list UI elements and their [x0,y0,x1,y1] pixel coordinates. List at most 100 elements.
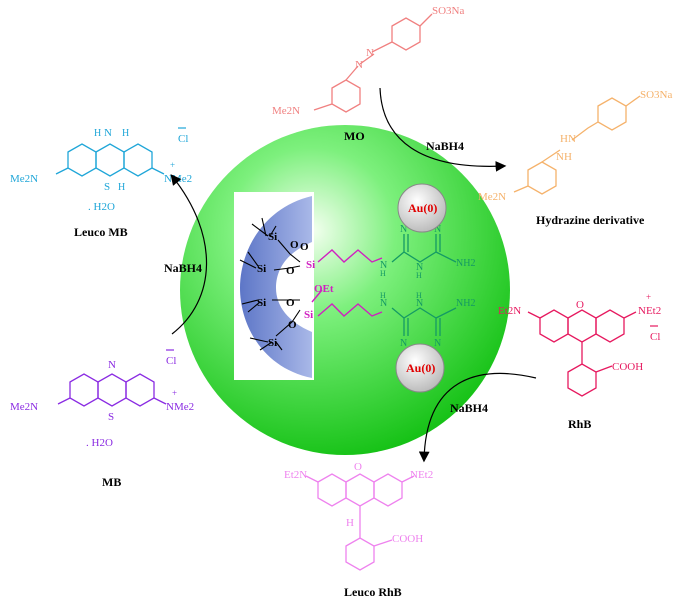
leuco-mb-plus: + [170,160,175,170]
rhb-group-left: Et2N [498,305,521,317]
mo-group-left: Me2N [272,105,300,117]
nh2-label-1: NH2 [456,258,475,269]
hydrazine-ring-right [597,97,627,131]
o-label-4: O [286,297,295,309]
leuco-rhb-phenyl-ring [345,537,375,571]
leuco-mb-group-left: Me2N [10,173,38,185]
h-label-1: H [380,269,386,278]
silica-bonds [239,217,301,351]
arrow-mo-to-hydrazine [379,87,507,172]
si-label-1: Si [268,231,277,243]
mb-substituent-bonds [57,397,167,405]
leuco-rhb-label: Leuco RhB [344,585,402,599]
silica-support [240,196,312,378]
si-label-3: Si [257,297,266,309]
mo-structure [313,13,433,113]
leuco-mb-water: . H2O [88,201,115,213]
o-label-1: O [290,239,299,251]
gold-particle-bottom: Au(0) [395,343,445,393]
leuco-mb-h1: H [94,128,101,139]
mb-ring-1 [69,373,99,407]
mo-azo-n-2: N [366,47,374,59]
hydrazine-nn-bonds [541,121,599,163]
mo-label: MO [344,129,365,143]
mb-water: . H2O [86,437,113,449]
hydrazine-hn: HN [560,133,576,145]
n-label-6: N [400,338,407,349]
n-label-7: N [416,298,423,309]
h-label-3: H [380,291,386,300]
hydrazine-nh: NH [556,151,572,163]
leuco-rhb-ring-o: O [354,461,362,473]
reagent-left: NaBH4 [164,261,202,275]
oet-label: OEt [314,283,334,295]
si-label-2: Si [257,263,266,275]
leuco-mb-label: Leuco MB [74,225,128,239]
leuco-rhb-ring-1 [317,473,347,507]
rhb-structure [527,309,637,397]
leuco-rhb-ring-3 [373,473,403,507]
gold-label-top: Au(0) [408,201,437,215]
leuco-mb-h2: H [122,128,129,139]
reagent-right: NaBH4 [450,401,488,415]
mb-label: MB [102,475,121,489]
hydrazine-group-right: SO3Na [640,89,673,101]
mo-ring-right [391,17,421,51]
hydrazine-substituent-bonds [513,95,641,193]
mb-structure [57,373,167,407]
mo-azo-n-1: N [355,59,363,71]
mb-ring-3 [125,373,155,407]
rhb-anion: Cl [650,331,660,343]
mb-group-left: Me2N [10,401,38,413]
guanidine-bonds [391,234,457,336]
rhb-group-right: NEt2 [638,305,661,317]
rhb-plus: + [646,292,651,302]
o-label-3: O [286,265,295,277]
hydrazine-ring-left [527,161,557,195]
n-label-4: N [434,224,441,235]
rhb-label: RhB [568,417,591,431]
mo-substituent-bonds [313,13,433,111]
mb-anion: Cl [166,355,176,367]
leuco-mb-ring-1 [67,143,97,177]
si-label-4: Si [268,337,277,349]
mb-plus: + [172,388,177,398]
leuco-rhb-ring-2 [345,473,375,507]
n-label-3: N [416,262,423,273]
leuco-mb-substituent-bonds [55,167,165,175]
si-linker-label-2: Si [304,309,313,321]
mo-ring-left [331,79,361,113]
leuco-rhb-group-left: Et2N [284,469,307,481]
leuco-rhb-h: H [346,517,354,529]
arrow-mb-to-leuco-mb [170,174,208,335]
o-label-2: O [300,241,309,253]
leuco-mb-ring-s: S [104,181,110,193]
rhb-substituent-bonds [527,311,637,373]
leuco-mb-anion: Cl [178,133,188,145]
gold-label-bottom: Au(0) [406,361,435,375]
nh2-label-2: NH2 [456,298,475,309]
leuco-mb-ring-n: N [104,127,112,139]
n-label-8: N [434,338,441,349]
h-label-2: H [416,271,422,280]
mb-ring-n: N [108,359,116,371]
leuco-mb-ring-2 [95,143,125,177]
rhb-ring-2 [567,309,597,343]
o-label-5: O [288,319,297,331]
leuco-mb-ring-3 [123,143,153,177]
catalyst-sphere: Si Si Si Si O O O O O Si Si OEt N H [180,125,510,455]
rhb-phenyl-ring [567,363,597,397]
leuco-rhb-group-right: NEt2 [410,469,433,481]
hydrazine-label: Hydrazine derivative [536,213,645,227]
mb-ring-2 [97,373,127,407]
hydrazine-group-left: Me2N [478,191,506,203]
leuco-rhb-substituent-bonds [305,475,415,547]
mo-azo-bonds [345,41,393,81]
leuco-rhb-structure [305,473,415,571]
rhb-ring-o: O [576,299,584,311]
si-linker-label-1: Si [306,259,315,271]
n-label-5: N [380,298,387,309]
hydrazine-structure [513,95,641,195]
reagent-top: NaBH4 [426,139,464,153]
